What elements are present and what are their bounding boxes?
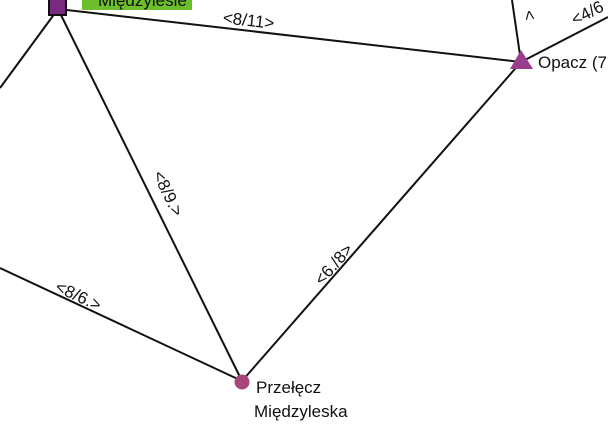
edge-miedzylesie-left bbox=[0, 8, 59, 89]
edge-label-left-przelecz: <8/6.> bbox=[52, 277, 104, 315]
przelecz-label-line1: Przełęcz bbox=[256, 378, 321, 397]
edge-miedzylesie-przelecz bbox=[57, 8, 243, 382]
edge-label-opacz-top: < bbox=[519, 9, 539, 22]
edge-label-miedzylesie-przelecz: <8/9.> bbox=[149, 168, 187, 220]
edge-opacz-top bbox=[511, 0, 522, 63]
opacz-label: Opacz (7 bbox=[538, 53, 607, 72]
square-icon bbox=[48, 0, 67, 16]
triangle-icon bbox=[510, 50, 533, 69]
miedzylesie-label-background bbox=[82, 0, 192, 10]
edge-label-opacz-przelecz: <6./8> bbox=[311, 240, 357, 289]
edge-left-przelecz bbox=[0, 267, 243, 382]
circle-icon bbox=[234, 374, 250, 390]
przelecz-label-line2: Międzyleska bbox=[254, 402, 348, 421]
edge-miedzylesie-opacz bbox=[57, 8, 522, 63]
edge-opacz-przelecz bbox=[241, 61, 522, 382]
edge-opacz-top-right bbox=[520, 16, 608, 63]
miedzylesie-label: Międzylesie bbox=[98, 0, 187, 10]
edge-label-opacz-top-right: <4/6 bbox=[568, 0, 607, 29]
